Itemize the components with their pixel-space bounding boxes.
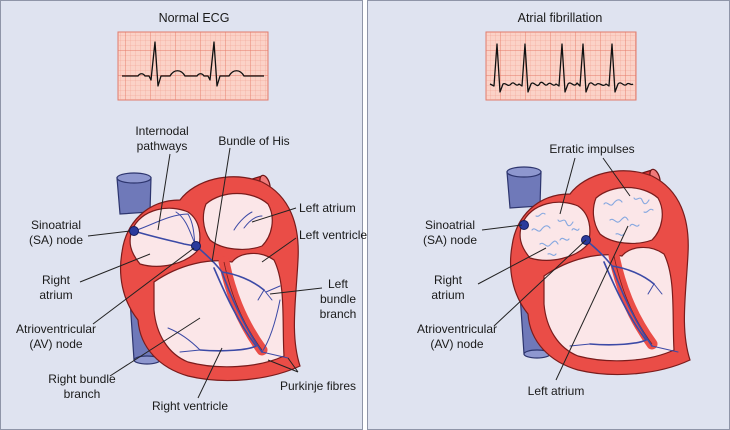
label-sa-node-2: (SA) node [423,233,477,247]
ecg-trace [122,41,264,87]
leader-lines [477,157,631,381]
ecg-grid [118,32,268,100]
label-av-node-2: (AV) node [29,337,82,351]
ecg-strip [117,31,269,101]
label-sa-node-1: Sinoatrial [425,218,475,232]
label-purkinje: Purkinje fibres [280,379,356,393]
label-left-bundle-3: branch [320,307,357,321]
erratic-impulse-marks [531,197,654,256]
label-right-atrium-1: Right [42,273,71,287]
normal-ecg-panel: Normal ECG [0,0,367,430]
label-av-node-1: Atrioventricular [417,322,497,336]
panel-title: Normal ECG [159,11,230,25]
panel-title: Atrial fibrillation [518,11,603,25]
heart-normal [117,173,300,381]
sa-node-marker [129,226,139,236]
label-bundle-his: Bundle of His [218,134,289,148]
leader-lines [79,147,323,399]
label-left-bundle-2: bundle [320,292,356,306]
label-right-ventricle: Right ventricle [152,399,228,413]
label-left-ventricle: Left ventricle [299,228,367,242]
ecg-trace [489,43,634,93]
label-sa-node-2: (SA) node [29,233,83,247]
atrial-fibrillation-panel: Atrial fibrillation [367,0,730,430]
label-av-node-1: Atrioventricular [16,322,96,336]
label-internodal-1: Internodal [135,124,188,138]
label-right-atrium-1: Right [434,273,463,287]
label-erratic-impulses: Erratic impulses [549,142,634,156]
labels: Internodal pathways Bundle of His Left a… [16,124,367,413]
label-left-bundle-1: Left [328,277,349,291]
label-internodal-2: pathways [137,139,188,153]
heart-afib [507,167,690,375]
ecg-strip [485,31,637,101]
label-sa-node-1: Sinoatrial [31,218,81,232]
label-right-bundle-2: branch [64,387,101,401]
label-right-bundle-1: Right bundle [48,372,116,386]
label-right-atrium-2: atrium [431,288,464,302]
labels: Erratic impulses Sinoatrial (SA) node Ri… [417,142,635,398]
label-av-node-2: (AV) node [430,337,483,351]
label-left-atrium: Left atrium [299,201,356,215]
label-right-atrium-2: atrium [39,288,72,302]
label-left-atrium: Left atrium [528,384,585,398]
